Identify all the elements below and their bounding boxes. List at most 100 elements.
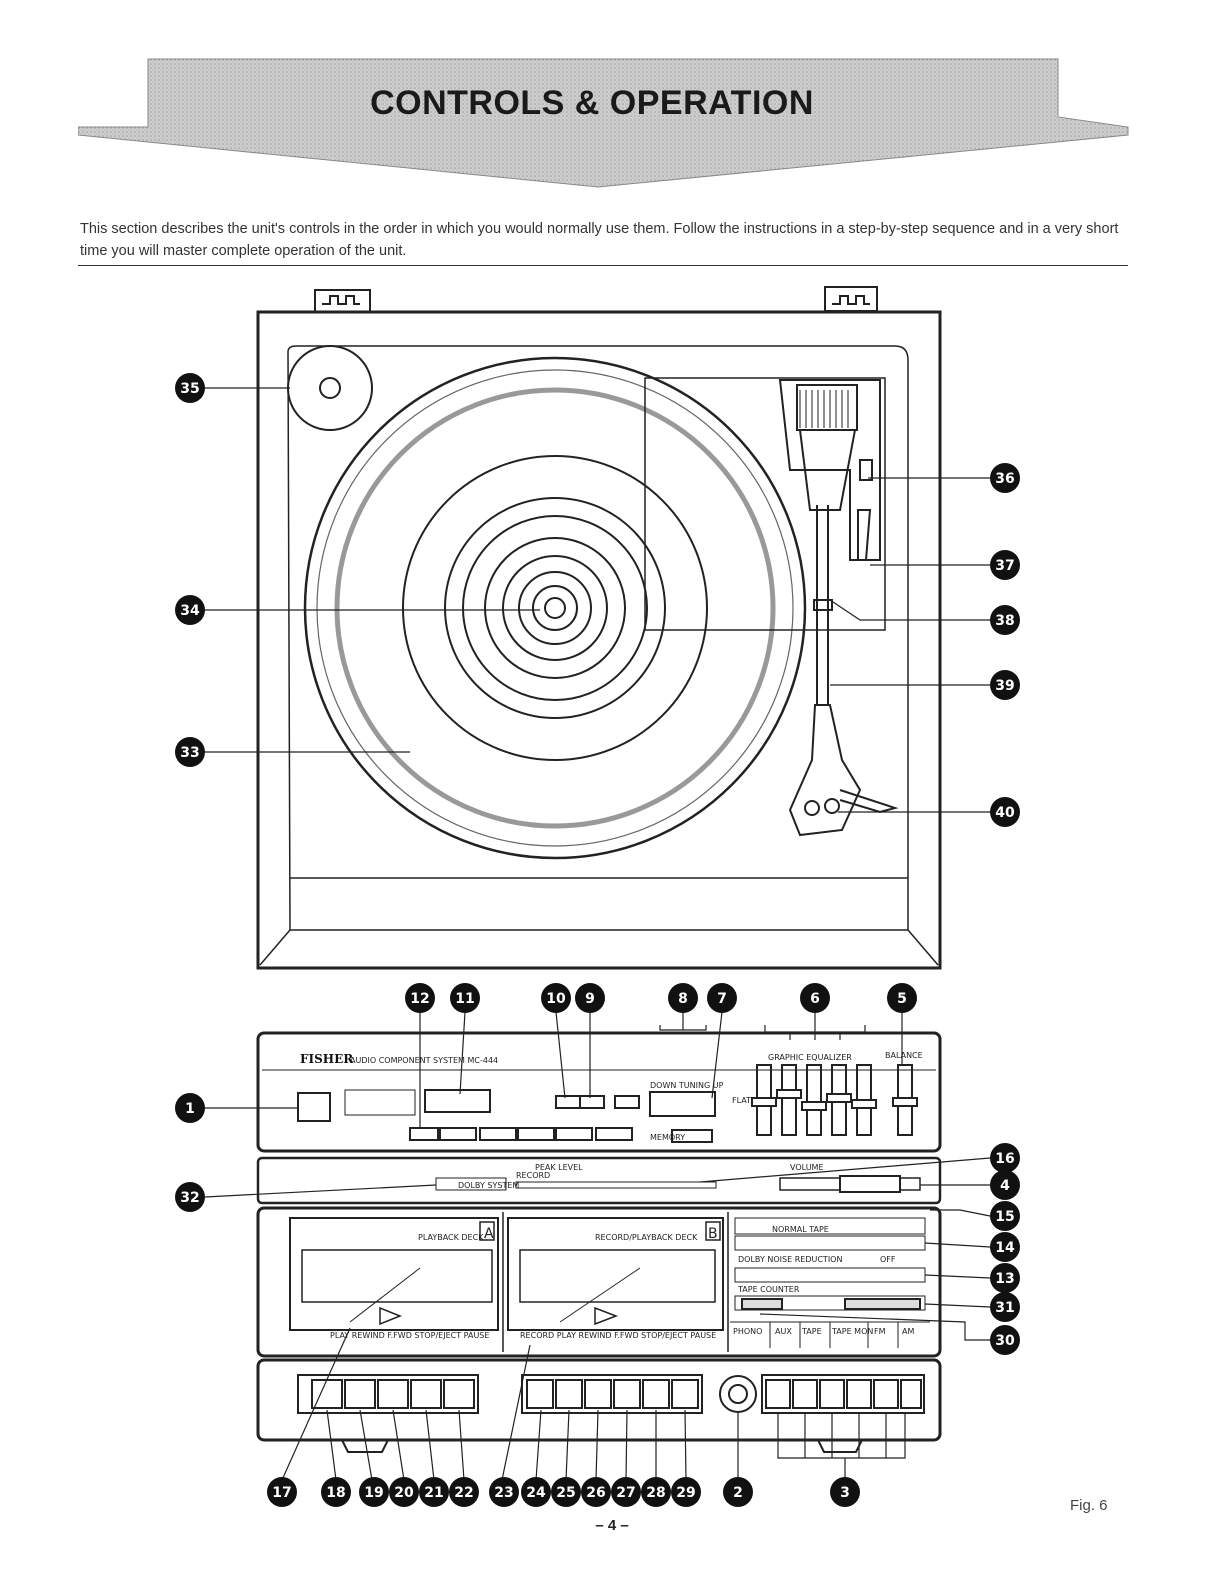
svg-text:4: 4 — [1000, 1178, 1010, 1194]
svg-text:27: 27 — [616, 1485, 635, 1501]
svg-text:31: 31 — [995, 1300, 1014, 1316]
svg-text:10: 10 — [546, 991, 566, 1007]
svg-text:5: 5 — [897, 991, 907, 1007]
peak-level-label: PEAK LEVEL — [535, 1163, 583, 1172]
figure-label: Fig. 6 — [1070, 1497, 1108, 1514]
svg-text:18: 18 — [326, 1485, 345, 1501]
cassette-section — [256, 1206, 942, 1358]
deck-a-buttons-label: PLAY REWIND F.FWD STOP/EJECT PAUSE — [330, 1331, 489, 1340]
deck-a-letter: A — [484, 1226, 494, 1242]
callout-13: 13 — [990, 1263, 1020, 1293]
unit-labels: FISHER AUDIO COMPONENT SYSTEM MC-444 GRA… — [300, 1051, 923, 1340]
callout-16: 16 — [990, 1143, 1020, 1173]
callout-36: 36 — [990, 463, 1020, 493]
callout-10: 10 — [541, 983, 571, 1013]
svg-text:9: 9 — [585, 991, 595, 1007]
svg-text:30: 30 — [995, 1333, 1015, 1349]
callout-19: 19 — [359, 1477, 389, 1507]
callout-21: 21 — [419, 1477, 449, 1507]
divider — [78, 265, 1128, 266]
svg-text:21: 21 — [424, 1485, 443, 1501]
intro-paragraph: This section describes the unit's contro… — [80, 221, 1119, 259]
callout-33: 33 — [175, 737, 205, 767]
dolby-label: DOLBY SYSTEM — [458, 1181, 519, 1190]
callout-17: 17 — [267, 1477, 297, 1507]
callout-34: 34 — [175, 595, 205, 625]
callout-20: 20 — [389, 1477, 419, 1507]
callout-32: 32 — [175, 1182, 205, 1212]
svg-text:36: 36 — [995, 471, 1014, 487]
equalizer-label: GRAPHIC EQUALIZER — [768, 1053, 852, 1062]
callout-18: 18 — [321, 1477, 351, 1507]
callout-11: 11 — [450, 983, 480, 1013]
tape-counter-label: TAPE COUNTER — [737, 1285, 800, 1294]
svg-text:24: 24 — [526, 1485, 546, 1501]
callout-3: 3 — [830, 1477, 860, 1507]
record-label: RECORD — [516, 1171, 550, 1180]
callout-27: 27 — [611, 1477, 641, 1507]
fn-am: AM — [902, 1327, 914, 1336]
svg-text:15: 15 — [995, 1209, 1014, 1225]
svg-text:20: 20 — [394, 1485, 414, 1501]
fn-aux: AUX — [775, 1327, 792, 1336]
svg-text:40: 40 — [995, 805, 1015, 821]
off-label: OFF — [880, 1255, 896, 1264]
callout-15: 15 — [990, 1201, 1020, 1231]
svg-text:14: 14 — [995, 1240, 1015, 1256]
dolby-nr-label: DOLBY NOISE REDUCTION — [738, 1255, 842, 1264]
button-row — [256, 1358, 942, 1453]
fn-tape-mon: TAPE MON — [831, 1327, 873, 1336]
leader-lines — [204, 387, 991, 1481]
svg-text:22: 22 — [454, 1485, 473, 1501]
svg-text:37: 37 — [995, 558, 1014, 574]
callout-35: 35 — [175, 373, 205, 403]
page-title: CONTROLS & OPERATION — [370, 84, 814, 122]
callout-26: 26 — [581, 1477, 611, 1507]
callout-5: 5 — [887, 983, 917, 1013]
svg-text:16: 16 — [995, 1151, 1014, 1167]
flat-label: FLAT — [732, 1096, 751, 1105]
svg-text:13: 13 — [995, 1271, 1014, 1287]
brand-logo: FISHER — [300, 1052, 354, 1066]
turntable — [256, 286, 942, 970]
callout-31: 31 — [990, 1292, 1020, 1322]
svg-text:8: 8 — [678, 991, 688, 1007]
callout-9: 9 — [575, 983, 605, 1013]
svg-text:3: 3 — [840, 1485, 850, 1501]
callout-1: 1 — [175, 1093, 205, 1123]
svg-text:33: 33 — [180, 745, 199, 761]
level-strip — [256, 1156, 942, 1205]
svg-text:35: 35 — [180, 381, 199, 397]
callout-40: 40 — [990, 797, 1020, 827]
callout-4: 4 — [990, 1170, 1020, 1200]
page-number: – 4 – — [595, 1517, 629, 1534]
tuning-label: DOWN TUNING UP — [650, 1081, 724, 1090]
svg-text:38: 38 — [995, 613, 1014, 629]
callout-25: 25 — [551, 1477, 581, 1507]
svg-text:11: 11 — [455, 991, 474, 1007]
callout-38: 38 — [990, 605, 1020, 635]
callout-22: 22 — [449, 1477, 479, 1507]
callout-7: 7 — [707, 983, 737, 1013]
memory-label: MEMORY — [650, 1133, 685, 1142]
callout-6: 6 — [800, 983, 830, 1013]
fn-fm: FM — [874, 1327, 886, 1336]
svg-text:12: 12 — [410, 991, 429, 1007]
deck-b-label: RECORD/PLAYBACK DECK — [595, 1233, 698, 1242]
header-banner — [78, 58, 1129, 188]
callout-23: 23 — [489, 1477, 519, 1507]
svg-text:39: 39 — [995, 678, 1014, 694]
callout-30: 30 — [990, 1325, 1020, 1355]
svg-text:29: 29 — [676, 1485, 695, 1501]
brand-subtitle: AUDIO COMPONENT SYSTEM MC-444 — [350, 1056, 498, 1065]
callout-8: 8 — [668, 983, 698, 1013]
tape-label: NORMAL TAPE — [772, 1225, 829, 1234]
svg-text:19: 19 — [364, 1485, 383, 1501]
deck-b-buttons-label: RECORD PLAY REWIND F.FWD STOP/EJECT PAUS… — [520, 1331, 716, 1340]
callouts: 35 34 33 36 37 38 39 40 12 11 10 9 8 7 6… — [175, 373, 1020, 1507]
callout-2: 2 — [723, 1477, 753, 1507]
deck-b-letter: B — [708, 1226, 718, 1242]
fn-phono: PHONO — [733, 1327, 762, 1336]
callout-37: 37 — [990, 550, 1020, 580]
